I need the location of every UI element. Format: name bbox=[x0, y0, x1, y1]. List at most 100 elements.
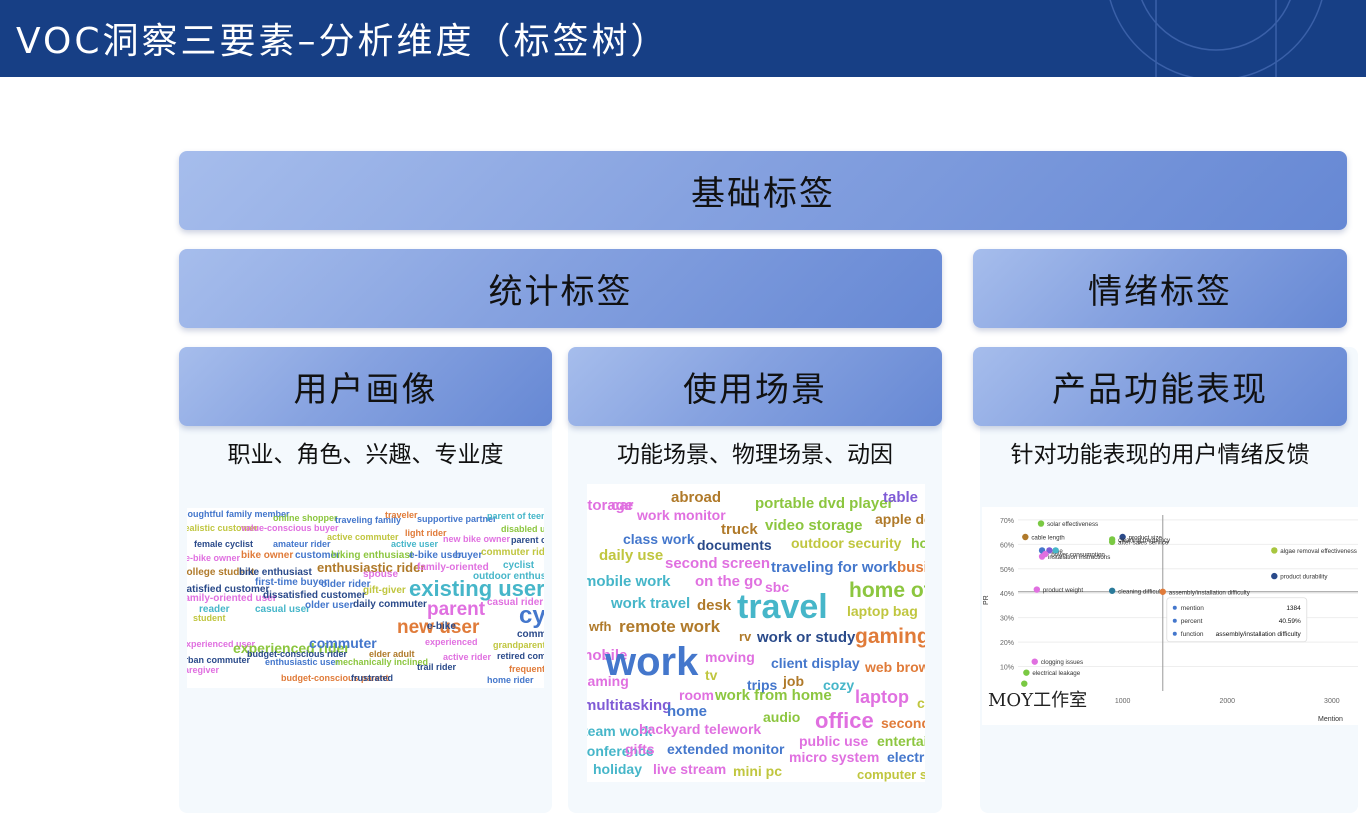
cloud-word: enthusiastic user bbox=[265, 657, 340, 667]
cloud-word: outdoor enthusiast bbox=[473, 571, 544, 582]
watermark: MOY工作室 bbox=[988, 690, 1088, 711]
cloud-word: frustrated bbox=[351, 673, 394, 683]
x-tick-label: 3000 bbox=[1324, 698, 1340, 705]
cloud-word: on the go bbox=[695, 573, 763, 590]
cloud-word: public use bbox=[799, 733, 869, 749]
cloud-word: conference bbox=[587, 743, 654, 759]
cloud-word: apple device bbox=[875, 511, 925, 527]
cloud-word: micro system bbox=[789, 749, 880, 765]
cloud-word: older user bbox=[305, 600, 354, 611]
cloud-word: sbc bbox=[765, 579, 790, 595]
y-tick-label: 40% bbox=[1000, 591, 1014, 598]
scatter-point-label: algae removal effectiveness bbox=[1280, 548, 1357, 555]
cloud-word: family-oriented bbox=[417, 562, 489, 573]
x-axis-label: Mention bbox=[1318, 716, 1343, 723]
cloud-word: entertainment bbox=[877, 733, 925, 749]
cloud-word: commuter bbox=[517, 629, 544, 640]
cloud-word: electronics bbox=[887, 749, 925, 765]
scatter-point-label: product size bbox=[1129, 535, 1163, 542]
cloud-word: grandparent bbox=[493, 640, 544, 650]
cloud-word: traveling for work bbox=[771, 559, 897, 576]
cloud-word: work travel bbox=[611, 595, 691, 612]
scatter-point-label: solar effectiveness bbox=[1047, 521, 1098, 528]
cloud-word: e-bike owner bbox=[187, 553, 241, 563]
cloud-word: work monitor bbox=[637, 507, 726, 523]
cloud-word: room bbox=[679, 687, 714, 703]
cloud-word: biking enthusiast bbox=[331, 550, 414, 561]
cloud-word: caregiver bbox=[187, 665, 220, 675]
cloud-word: business bbox=[897, 559, 925, 576]
cloud-word: audio bbox=[763, 709, 801, 725]
cloud-word: travel bbox=[737, 588, 828, 626]
cloud-word: elder adult bbox=[369, 649, 415, 659]
root-tag-box: 基础标签 bbox=[179, 151, 1347, 230]
cloud-word: portable dvd player bbox=[755, 495, 894, 512]
cloud-word: holiday bbox=[593, 761, 643, 777]
cloud-word: office bbox=[815, 708, 874, 733]
cloud-word: existing user bbox=[409, 576, 544, 601]
tooltip-box bbox=[1166, 597, 1308, 643]
cloud-word: abroad bbox=[671, 489, 722, 506]
cloud-word: enthusiastic rider bbox=[317, 560, 426, 575]
persona-tag-box: 用户画像 bbox=[179, 347, 552, 426]
tooltip-key: percent bbox=[1181, 618, 1203, 625]
cloud-word: gift-giver bbox=[363, 585, 406, 596]
cloud-word: reader bbox=[199, 604, 230, 615]
function-desc: 针对功能表现的用户情绪反馈 bbox=[1010, 442, 1310, 468]
cloud-word: active commuter bbox=[327, 532, 399, 542]
scatter-point bbox=[1022, 533, 1029, 541]
x-tick-label: 2000 bbox=[1219, 698, 1235, 705]
cloud-word: e-bike user bbox=[409, 550, 462, 561]
cloud-word: college student bbox=[187, 567, 255, 578]
cloud-word: dissatisfied customer bbox=[263, 590, 366, 601]
cloud-word: home bbox=[667, 703, 708, 720]
tooltip-dot bbox=[1172, 605, 1177, 610]
cloud-word: mechanically inclined bbox=[335, 657, 429, 667]
slide-title: VOC洞察三要素–分析维度（标签树） bbox=[16, 21, 670, 62]
cloud-word: gaming bbox=[855, 625, 925, 648]
cloud-word: mobile work bbox=[587, 573, 671, 590]
cloud-word: documents bbox=[697, 537, 772, 553]
y-tick-label: 70% bbox=[1000, 518, 1014, 525]
y-tick-label: 20% bbox=[1000, 640, 1014, 647]
emotion-tag-box: 情绪标签 bbox=[973, 249, 1347, 328]
scatter-point bbox=[1037, 520, 1045, 527]
cloud-word: urban commuter bbox=[187, 655, 251, 665]
cloud-word: storage bbox=[587, 497, 634, 514]
cloud-word: cycling enthusiast bbox=[519, 602, 544, 629]
cloud-word: client display bbox=[771, 655, 860, 671]
cloud-word: parent of teen bbox=[487, 511, 544, 521]
scatter-point bbox=[1108, 538, 1116, 546]
tooltip-dot bbox=[1172, 631, 1177, 636]
cloud-word: job bbox=[783, 673, 804, 689]
cloud-word: supportive partner bbox=[417, 514, 497, 524]
stat-tag-label: 统计标签 bbox=[488, 272, 633, 312]
cloud-word: thoughtful family member bbox=[187, 509, 290, 519]
cloud-word: backyard telework bbox=[639, 721, 762, 737]
y-tick-label: 60% bbox=[1000, 542, 1014, 549]
scene-word-cloud: storagecarabroadportable dvd playertable… bbox=[587, 484, 925, 782]
cloud-word: cozy bbox=[823, 677, 855, 693]
cloud-word: amateur rider bbox=[273, 539, 331, 549]
scatter-point bbox=[1159, 588, 1166, 595]
cloud-word: experienced bbox=[425, 637, 478, 647]
cloud-word: customer bbox=[295, 550, 341, 561]
cloud-word: active user bbox=[391, 539, 439, 549]
cloud-word: casual user bbox=[255, 604, 311, 615]
scatter-point-label: product durability bbox=[1280, 574, 1328, 581]
cloud-word: second bbox=[881, 715, 925, 731]
header-decoration-icon bbox=[1109, 0, 1323, 77]
cloud-word: traveler bbox=[385, 510, 418, 520]
scatter-point bbox=[1031, 658, 1038, 665]
cloud-word: home rider bbox=[487, 675, 534, 685]
scatter-point bbox=[1023, 669, 1030, 676]
scene-tag-box: 使用场景 bbox=[568, 347, 942, 426]
cloud-word: computer setup bbox=[857, 767, 925, 782]
cloud-word: tv bbox=[705, 667, 718, 683]
cloud-word: traveling family bbox=[335, 515, 402, 525]
cloud-word: bike owner bbox=[241, 550, 294, 561]
cloud-word: work bbox=[605, 640, 699, 684]
cloud-word: live stream bbox=[653, 761, 727, 777]
